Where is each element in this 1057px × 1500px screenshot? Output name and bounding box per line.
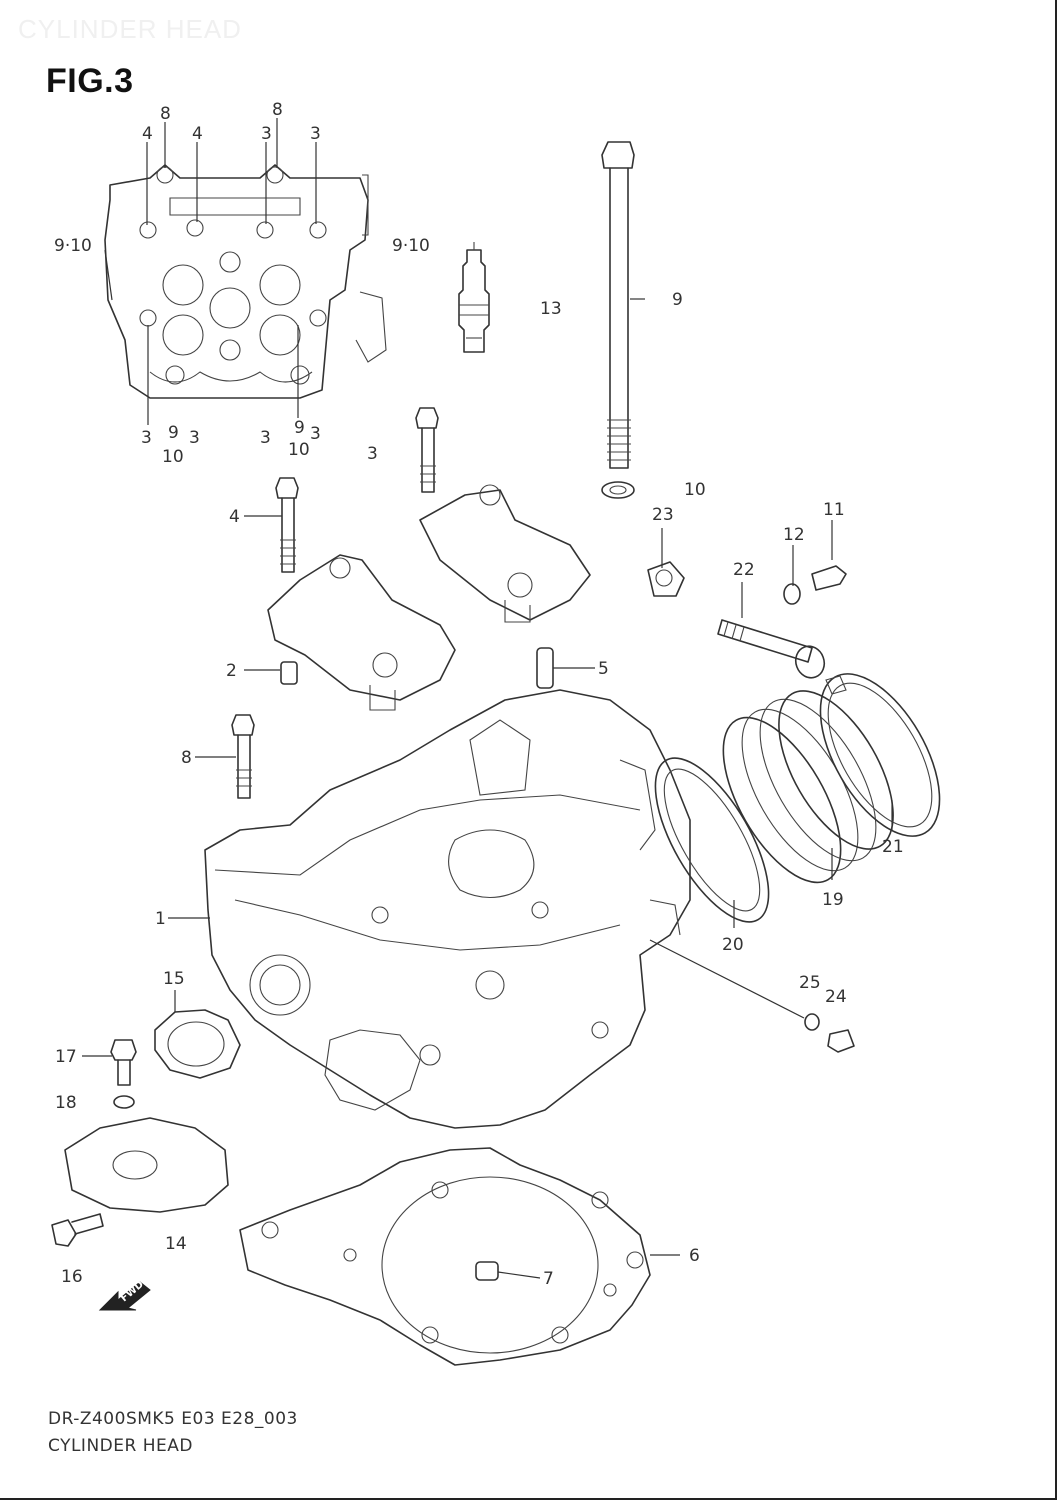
- callout-15: 15: [163, 969, 185, 989]
- callout-3: 3: [310, 124, 321, 144]
- figure-label: FIG.3: [46, 62, 134, 100]
- fwd-arrow-icon: FWD: [98, 1279, 151, 1311]
- bolt-8: [231, 714, 255, 799]
- callout-19: 19: [822, 890, 844, 910]
- bolt-3: [415, 407, 439, 493]
- callout-21: 21: [882, 837, 904, 857]
- watermark-title: CYLINDER HEAD: [18, 14, 242, 44]
- callout-5: 5: [598, 659, 609, 679]
- camshaft-holder-right: [419, 484, 591, 623]
- callout-20: 20: [722, 935, 744, 955]
- callout-4: 4: [142, 124, 153, 144]
- page-border-right: [1055, 0, 1057, 1500]
- callout-3: 3: [189, 428, 200, 448]
- callout-labels: 8 8 4 4 3 3 9·10 9·10 3 9 3 10 3 9 3 10 …: [54, 100, 904, 1289]
- callout-9: 9: [672, 290, 683, 310]
- callout-18: 18: [55, 1093, 77, 1113]
- callout-3: 3: [367, 444, 378, 464]
- long-stud-bolt: [601, 141, 635, 499]
- callout-6: 6: [689, 1246, 700, 1266]
- callout-24: 24: [825, 987, 847, 1007]
- camshaft-holder-left: [267, 554, 456, 711]
- page-border-bottom: [0, 1498, 1057, 1500]
- callout-8: 8: [181, 748, 192, 768]
- inset-head-top-view: [104, 118, 387, 425]
- callout-10: 10: [684, 480, 706, 500]
- callout-10: 10: [162, 447, 184, 467]
- callout-14: 14: [165, 1234, 187, 1254]
- callout-9: 9: [168, 423, 179, 443]
- bolt-24-set: [649, 939, 855, 1053]
- callout-7: 7: [543, 1269, 554, 1289]
- callout-9-10: 9·10: [392, 236, 430, 256]
- callout-2: 2: [226, 661, 237, 681]
- bolt-4: [275, 477, 299, 573]
- callout-4: 4: [192, 124, 203, 144]
- callout-10: 10: [288, 440, 310, 460]
- leader-lines: [82, 298, 893, 1279]
- callout-9: 9: [294, 418, 305, 438]
- callout-23: 23: [652, 505, 674, 525]
- callout-17: 17: [55, 1047, 77, 1067]
- head-gasket: [239, 1147, 651, 1366]
- callout-16: 16: [61, 1267, 83, 1287]
- callout-1: 1: [155, 909, 166, 929]
- spark-plug: [458, 242, 490, 353]
- callout-3: 3: [141, 428, 152, 448]
- intake-pipe-assembly: [654, 673, 941, 923]
- callout-4: 4: [229, 507, 240, 527]
- footer-model-code: DR-Z400SMK5 E03 E28_003: [48, 1409, 298, 1429]
- callout-8: 8: [272, 100, 283, 120]
- callout-9-10: 9·10: [54, 236, 92, 256]
- callout-12: 12: [783, 525, 805, 545]
- callout-3: 3: [261, 124, 272, 144]
- callout-13: 13: [540, 299, 562, 319]
- callout-3: 3: [310, 424, 321, 444]
- callout-22: 22: [733, 560, 755, 580]
- callout-3: 3: [260, 428, 271, 448]
- cylinder-head-body: [204, 689, 691, 1129]
- thermostat-assembly: [51, 1009, 241, 1247]
- callout-8: 8: [160, 104, 171, 124]
- callout-11: 11: [823, 500, 845, 520]
- bolt-22-set: [647, 561, 847, 679]
- footer-section-name: CYLINDER HEAD: [48, 1436, 193, 1456]
- callout-25: 25: [799, 973, 821, 993]
